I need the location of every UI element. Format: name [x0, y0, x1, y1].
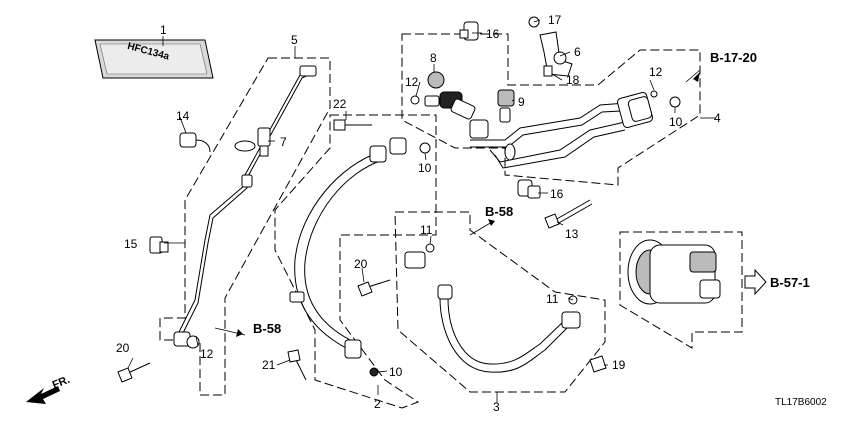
- part-number-18: 18: [566, 73, 580, 87]
- pressure-sensor-7: [257, 127, 271, 157]
- part-number-22: 22: [333, 97, 347, 111]
- part-number-17: 17: [548, 13, 562, 27]
- bolt-20-left: [117, 362, 151, 383]
- assembly-outline-hose-3: [394, 211, 606, 393]
- part-number-1: 1: [160, 23, 167, 37]
- part-number-21: 21: [262, 358, 276, 372]
- reference-b57-1[interactable]: B-57-1: [770, 275, 810, 290]
- hose-2-crimp-a: [289, 291, 305, 303]
- o-ring-12-top: [410, 95, 420, 105]
- hose-3-fitting-bottom: [561, 311, 581, 329]
- ac-compressor: [627, 239, 721, 305]
- part-number-20-left: 20: [116, 341, 130, 355]
- clip-16-top: [459, 21, 479, 41]
- front-direction-label: FR.: [51, 374, 72, 392]
- o-ring-10-right: [669, 96, 681, 108]
- assembly-outline-line-5: [159, 57, 331, 396]
- part-number-4: 4: [714, 111, 721, 125]
- part-number-19: 19: [612, 358, 626, 372]
- part-number-13: 13: [565, 227, 579, 241]
- clip-15: [149, 236, 169, 254]
- part-number-16-top: 16: [486, 27, 500, 41]
- o-ring-10-hose2-top: [419, 142, 431, 154]
- hfc134a-label-plate: HFC134a: [94, 39, 214, 79]
- bolt-20-middle: [357, 279, 391, 297]
- pipe-5-fitting-top: [299, 65, 317, 77]
- hose-3-fitting-top: [404, 251, 453, 300]
- part-number-14: 14: [176, 109, 190, 123]
- part-number-12-right: 12: [649, 65, 663, 79]
- part-number-15: 15: [124, 237, 138, 251]
- pipe-4-inlet-fitting: [469, 119, 489, 139]
- bolt-22: [333, 119, 372, 131]
- hose-2-fitting-bottom: [344, 339, 362, 359]
- pipe-line-5: [175, 69, 313, 339]
- hose-2-fitting-top: [369, 145, 387, 163]
- arrow-b17-20: [693, 72, 700, 82]
- o-ring-12-right: [650, 90, 658, 98]
- part-number-3: 3: [493, 400, 500, 414]
- hose-2: [294, 151, 384, 351]
- part-number-8: 8: [430, 51, 437, 65]
- arrow-b57-1: [744, 268, 767, 296]
- part-number-10-right: 10: [669, 115, 683, 129]
- bolt-13: [544, 199, 593, 229]
- part-number-20-middle: 20: [354, 257, 368, 271]
- hose-3: [439, 297, 571, 373]
- clip-14: [179, 132, 211, 153]
- part-number-16-lower: 16: [550, 187, 564, 201]
- pipe-5-fitting-mid: [241, 174, 253, 188]
- pipe-4-clamp: [504, 143, 516, 161]
- leader-lines: [127, 19, 715, 403]
- part-number-12-left: 12: [200, 347, 214, 361]
- part-number-11-bottom: 11: [546, 292, 559, 306]
- assembly-outline-hose-2: [274, 114, 437, 409]
- diagram-code: TL17B6002: [775, 397, 827, 408]
- arrow-b58-top: [488, 219, 495, 226]
- reference-b58-top[interactable]: B-58: [485, 204, 513, 219]
- part-number-10-hose2-top: 10: [418, 161, 432, 175]
- service-cap-9: [497, 89, 515, 123]
- o-ring-10-hose2-bottom: [369, 367, 379, 377]
- clip-16-lower: [517, 179, 541, 199]
- arrow-b58-bottom: [236, 329, 243, 337]
- part-number-2: 2: [374, 397, 381, 411]
- bolt-21: [287, 349, 307, 381]
- part-number-9: 9: [518, 95, 525, 109]
- part-number-11-top: 11: [420, 223, 433, 237]
- part-number-6: 6: [574, 45, 581, 59]
- o-ring-11-top: [425, 243, 435, 253]
- part-number-12-top: 12: [405, 75, 419, 89]
- nut-19: [589, 355, 607, 373]
- front-direction-arrow: [26, 386, 60, 404]
- pipe-4-connector-block: [617, 92, 653, 128]
- pipe-4-valve-fittings: [424, 71, 476, 120]
- pipe-5-end-fitting: [173, 331, 200, 349]
- assembly-outline-compressor: [619, 231, 743, 349]
- part-number-5: 5: [291, 33, 298, 47]
- reference-b58-bottom[interactable]: B-58: [253, 321, 281, 336]
- pipe-assembly-4: [470, 101, 641, 169]
- hose-2-fitting-top-b: [389, 137, 407, 155]
- sensor-7-location-ring: [234, 140, 256, 152]
- assembly-outline-pipe-4: [401, 33, 701, 186]
- reference-b17-20[interactable]: B-17-20: [710, 50, 757, 65]
- part-number-10-hose2-bottom: 10: [389, 365, 403, 379]
- part-number-7: 7: [280, 135, 287, 149]
